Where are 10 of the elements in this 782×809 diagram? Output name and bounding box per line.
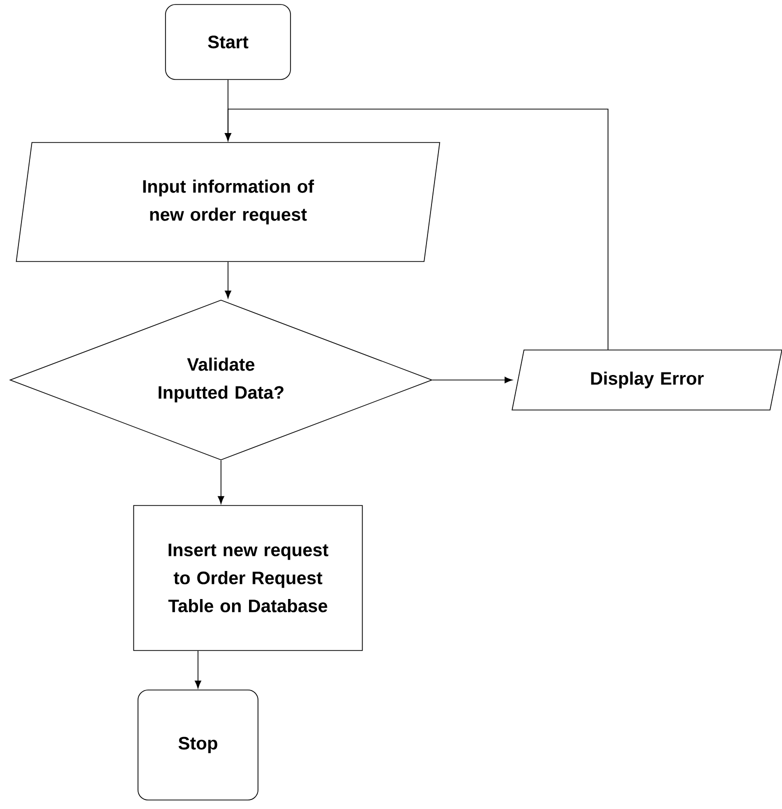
input-output-parallelogram: Input information of new order request: [16, 142, 440, 262]
terminal-box: Stop: [138, 690, 258, 800]
terminal-box: Start: [165, 4, 291, 80]
arrow: [224, 262, 232, 298]
arrow: [194, 650, 202, 688]
input-output-parallelogram: Display Error: [512, 350, 782, 410]
arrow: [224, 108, 608, 350]
arrow: [218, 460, 224, 504]
process-box: Insert new request to Order Request Table on Database: [133, 505, 363, 651]
arrow: [432, 376, 512, 384]
